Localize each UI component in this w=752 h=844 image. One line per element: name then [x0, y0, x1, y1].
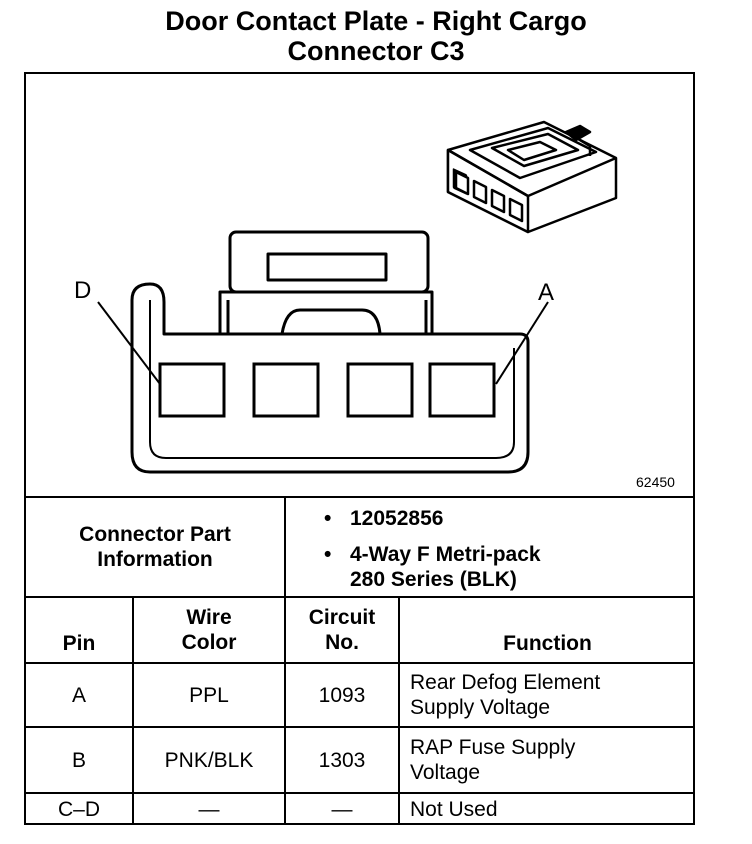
table-row-b-function: RAP Fuse Supply Voltage [410, 736, 576, 784]
pin-label-d: D [74, 277, 91, 304]
pin-cavity-d [158, 362, 226, 418]
table-rule [284, 496, 286, 825]
table-rule [398, 596, 400, 825]
header-function: Function [503, 632, 592, 655]
table-row-b-wire: PNK/BLK [164, 748, 254, 772]
table-rule [132, 596, 134, 825]
header-wire-color: Wire Color [181, 606, 237, 654]
table-row-cd-pin: C–D [57, 798, 100, 821]
pin-cavity-c [252, 362, 320, 418]
header-circuit-no: Circuit No. [308, 606, 376, 654]
page-subtitle: Connector C3 [287, 36, 465, 66]
table-row-a-pin: A [71, 683, 86, 707]
table-rule [24, 496, 695, 498]
connector-latch [218, 230, 434, 336]
leader-line-a [495, 301, 549, 385]
leader-line-d [97, 301, 161, 385]
connector-part-info-label: Connector Part Information [79, 523, 231, 571]
table-row-a-wire: PPL [189, 683, 229, 707]
table-rule [24, 596, 695, 598]
table-row-cd-function: Not Used [410, 798, 498, 821]
table-row-cd-wire: — [198, 798, 220, 821]
table-row-a-function: Rear Defog Element Supply Voltage [410, 671, 601, 719]
connector-type: •4-Way F Metri-pack 280 Series (BLK) [324, 543, 541, 591]
table-rule [24, 792, 695, 794]
part-number: •12052856 [324, 507, 444, 530]
table-row-cd-circuit: — [331, 798, 353, 821]
header-pin: Pin [62, 632, 96, 655]
figure-number: 62450 [636, 474, 675, 490]
pin-cavity-b [346, 362, 414, 418]
pin-label-a: A [538, 279, 554, 306]
page-title: Door Contact Plate - Right Cargo [165, 6, 587, 36]
connector-3d-illustration [446, 120, 618, 234]
table-rule [24, 726, 695, 728]
table-row-b-circuit: 1303 [318, 748, 366, 772]
connector-frame [24, 72, 695, 825]
connector-diagram: D A 62450 [74, 120, 675, 490]
table-row-b-pin: B [71, 748, 86, 772]
table-row-a-circuit: 1093 [318, 683, 366, 707]
table-rule [24, 662, 695, 664]
pin-cavity-a [428, 362, 496, 418]
